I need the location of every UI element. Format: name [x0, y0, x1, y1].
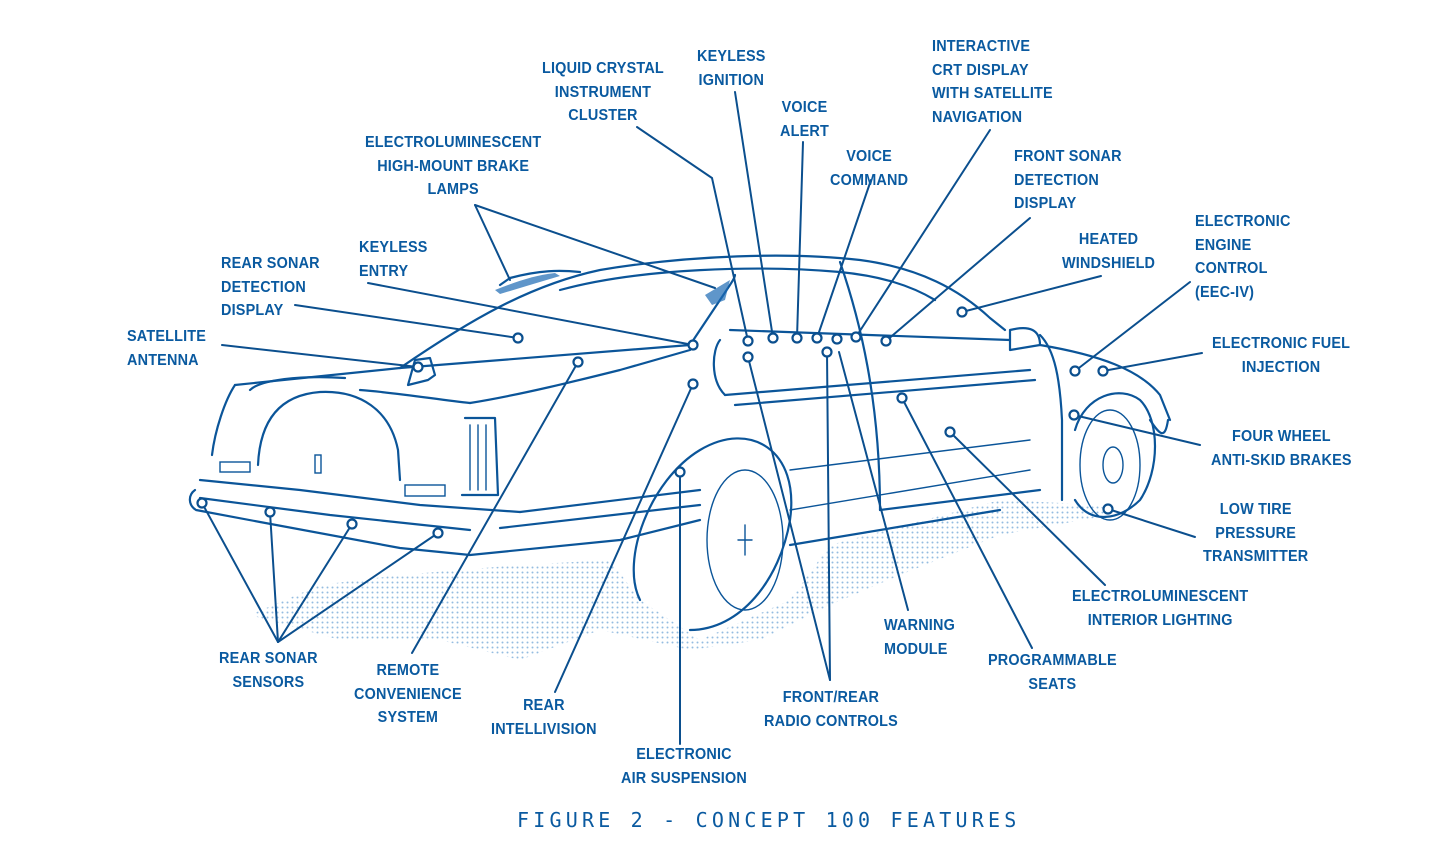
feature-point: [346, 518, 358, 530]
feature-point: [831, 333, 843, 345]
feature-point: [956, 306, 968, 318]
label-keyless-entry: KEYLESS ENTRY: [359, 239, 428, 280]
feature-point: [767, 332, 779, 344]
feature-point: [687, 339, 699, 351]
label-electronic-air-suspension: ELECTRONIC AIR SUSPENSION: [621, 746, 747, 787]
feature-point: [742, 351, 754, 363]
label-voice-command: VOICE COMMAND: [830, 148, 909, 189]
label-electroluminescent-high-mount-brake-lamps: ELECTROLUMINESCENT HIGH-MOUNT BRAKE LAMP…: [365, 134, 542, 198]
label-low-tire-pressure-transmitter: LOW TIRE PRESSURE TRANSMITTER: [1203, 501, 1309, 565]
feature-point: [264, 506, 276, 518]
ground-shadow: [250, 500, 1110, 660]
label-electronic-engine-control: ELECTRONIC ENGINE CONTROL (EEC-IV): [1195, 213, 1291, 301]
feature-point: [850, 331, 862, 343]
figure-caption: FIGURE 2 - CONCEPT 100 FEATURES: [517, 808, 1021, 832]
label-remote-convenience-system: REMOTE CONVENIENCE SYSTEM: [354, 662, 462, 726]
feature-point: [512, 332, 524, 344]
feature-point: [1068, 409, 1080, 421]
feature-point: [811, 332, 823, 344]
label-electronic-fuel-injection: ELECTRONIC FUEL INJECTION: [1212, 335, 1351, 376]
label-four-wheel-anti-skid-brakes: FOUR WHEEL ANTI-SKID BRAKES: [1211, 428, 1352, 469]
label-programmable-seats: PROGRAMMABLE SEATS: [988, 652, 1117, 693]
feature-point: [196, 497, 208, 509]
feature-point: [1069, 365, 1081, 377]
feature-point: [432, 527, 444, 539]
label-voice-alert: VOICE ALERT: [780, 99, 829, 140]
label-interactive-crt-display: INTERACTIVE CRT DISPLAY WITH SATELLITE N…: [932, 38, 1053, 126]
label-front-rear-radio-controls: FRONT/REAR RADIO CONTROLS: [764, 689, 898, 730]
feature-point: [674, 466, 686, 478]
car-body: [188, 254, 1172, 632]
label-rear-sonar-sensors: REAR SONAR SENSORS: [219, 650, 318, 691]
label-liquid-crystal-instrument-cluster: LIQUID CRYSTAL INSTRUMENT CLUSTER: [542, 60, 664, 124]
feature-point: [572, 356, 584, 368]
feature-point: [687, 378, 699, 390]
feature-point: [1102, 503, 1114, 515]
label-electroluminescent-interior-lighting: ELECTROLUMINESCENT INTERIOR LIGHTING: [1072, 588, 1249, 629]
leader-lines: [201, 91, 1203, 745]
feature-point: [412, 361, 424, 373]
satellite-antenna-shape: [406, 356, 437, 387]
feature-point: [896, 392, 908, 404]
feature-point: [791, 332, 803, 344]
label-front-sonar-detection-display: FRONT SONAR DETECTION DISPLAY: [1014, 148, 1122, 212]
label-satellite-antenna: SATELLITE ANTENNA: [127, 328, 207, 369]
feature-point: [742, 335, 754, 347]
feature-point: [944, 426, 956, 438]
label-keyless-ignition: KEYLESS IGNITION: [697, 48, 766, 89]
feature-point: [880, 335, 892, 347]
label-heated-windshield: HEATED WINDSHIELD: [1062, 231, 1156, 272]
feature-point: [821, 346, 833, 358]
label-rear-sonar-detection-display: REAR SONAR DETECTION DISPLAY: [221, 255, 320, 319]
label-rear-intellivision: REAR INTELLIVISION: [491, 697, 597, 738]
label-warning-module: WARNING MODULE: [884, 617, 955, 658]
feature-points: [196, 306, 1114, 539]
feature-point: [1097, 365, 1109, 377]
